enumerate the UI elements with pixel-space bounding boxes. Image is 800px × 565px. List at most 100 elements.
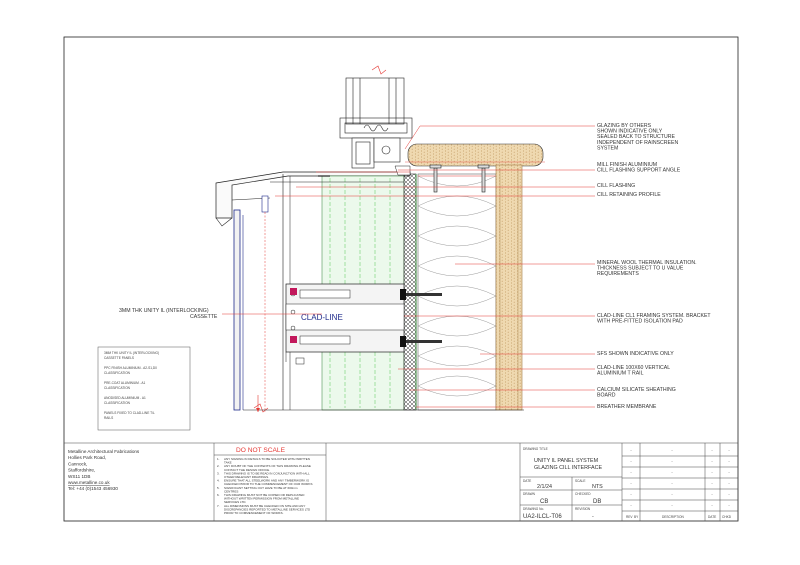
note-line: CLASSIFICATION bbox=[104, 386, 131, 390]
revision-cell: - bbox=[711, 480, 713, 485]
revision-cell: - bbox=[728, 480, 730, 485]
revision-header: DATE bbox=[708, 515, 716, 519]
revision-cell: - bbox=[671, 502, 673, 507]
note-line: RAILS bbox=[104, 416, 113, 420]
company-line: Staffordshire, bbox=[68, 468, 95, 473]
revision-value: - bbox=[592, 514, 594, 520]
general-note-text: THIS DRAWING MUST NOT BE COPIED OR REPLI… bbox=[224, 493, 305, 497]
company-line: Hollies Park Road, bbox=[68, 455, 106, 460]
general-note-number: 2. bbox=[217, 464, 220, 468]
revision-cell: - bbox=[728, 447, 730, 452]
revision-cell: - bbox=[711, 502, 713, 507]
drawing-number-label: DRAWING No. bbox=[523, 507, 544, 511]
do-not-scale-heading: DO NOT SCALE bbox=[236, 447, 286, 454]
general-note-number: 4. bbox=[217, 479, 220, 483]
general-note-number: 3. bbox=[217, 471, 220, 475]
general-note-text: CHECKED PRIOR TO THE COMMENCEMENT OF OUR… bbox=[224, 482, 312, 486]
general-note-number: 5. bbox=[217, 486, 220, 490]
general-note-text: ANY SIGNING IN DETAILS TO BE SOLICITED W… bbox=[224, 457, 310, 461]
company-line: WS11 1DB bbox=[68, 474, 90, 479]
drawn-value: CB bbox=[540, 499, 548, 505]
general-note-text: DISCREPANCIES REPORTED TO METALLINE SERV… bbox=[224, 507, 311, 511]
callout-label: SFS SHOWN INDICATIVE ONLY bbox=[597, 351, 674, 357]
general-note-text: WITHOUT WRITTEN PERMISSION FROM METALLIN… bbox=[224, 497, 299, 501]
revision-header: DESCRIPTION bbox=[662, 515, 684, 519]
drawing-title-label: DRAWING TITLE bbox=[523, 447, 548, 451]
general-note-text: CENTRES bbox=[224, 489, 238, 493]
revision-cell: - bbox=[630, 502, 632, 507]
checked-value: DB bbox=[593, 499, 601, 505]
scale-label: SCALE bbox=[575, 479, 585, 483]
revision-cell: - bbox=[671, 447, 673, 452]
revision-cell: - bbox=[630, 491, 632, 496]
revision-cell: - bbox=[728, 458, 730, 463]
revision-cell: - bbox=[728, 502, 730, 507]
general-note-number: 7. bbox=[217, 504, 220, 508]
date-label: DATE bbox=[523, 479, 531, 483]
note-line: CLASSIFICATION bbox=[104, 401, 131, 405]
general-note-text: TAKE bbox=[224, 461, 232, 465]
revision-cell: - bbox=[728, 491, 730, 496]
revision-cell: - bbox=[671, 480, 673, 485]
general-note-text: THIS DRAWING IS TO BE READ IN CONJUNCTIO… bbox=[224, 471, 310, 475]
checked-label: CHECKED bbox=[575, 492, 591, 496]
date-value: 2/1/24 bbox=[537, 484, 552, 490]
company-website-link[interactable]: www.metalline.co.uk bbox=[68, 480, 110, 485]
revision-cell: - bbox=[671, 491, 673, 496]
general-note-text: SIGNIFICANT SETTING OUT HAVE TO BE AT 60… bbox=[224, 486, 298, 490]
general-note-text: ANY DOUBT OF THE CONTENTS OF THIS DRAWIN… bbox=[224, 464, 311, 468]
general-note-number: 1. bbox=[217, 457, 220, 461]
general-note-text: ENSURE THAT ALL STEELWORK AND ANY TIMBER… bbox=[224, 479, 309, 483]
glazing-frame bbox=[339, 77, 413, 169]
note-line: PANELS FIXED TO CLAD-LINE T/L bbox=[104, 411, 155, 415]
note-line: PRE-COAT ALUMINIUM - A1 bbox=[104, 381, 146, 385]
general-note-text: ALL DIMENSIONS MUST BE CHECKED ON SITE A… bbox=[224, 504, 305, 508]
drawing-number-value: UA2-ILCL-T06 bbox=[523, 514, 562, 520]
company-line: Metalline Architectural Fabrications bbox=[68, 449, 140, 454]
general-note-text: OTHER RELEVANT DRAWINGS. bbox=[224, 475, 269, 479]
general-note-text: PRIOR TO COMMENCEMENT OF WORKS. bbox=[224, 511, 284, 515]
company-telephone: Tel: +44 (0)1543 456930 bbox=[68, 486, 118, 491]
callout-label: MINERAL WOOL THERMAL INSULATION.THICKNES… bbox=[597, 260, 697, 277]
note-line: CASSETTE PANELS bbox=[104, 356, 134, 360]
notes-box: 3MM THK UNITY IL (INTERLOCKING)CASSETTE … bbox=[97, 346, 191, 431]
mineral-wool-insulation bbox=[417, 173, 497, 411]
scale-value: NTS bbox=[592, 484, 603, 490]
revision-cell: - bbox=[671, 469, 673, 474]
revision-header: CHKD bbox=[722, 515, 732, 519]
callout-label: CILL FLASHING bbox=[597, 183, 635, 189]
drawn-label: DRAWN bbox=[523, 492, 536, 496]
revision-cell: - bbox=[630, 447, 632, 452]
cill-board bbox=[407, 143, 544, 167]
note-line: ANODISED ALUMINIUM - A1 bbox=[104, 396, 146, 400]
bracket-bolts bbox=[400, 289, 442, 347]
revision-label: REVISION bbox=[575, 507, 591, 511]
revision-cell: - bbox=[711, 491, 713, 496]
company-line: Cannock, bbox=[68, 461, 87, 466]
bracket-brand-label: CLAD-LINE bbox=[301, 313, 343, 322]
drawing-title-line-2: GLAZING CILL INTERFACE bbox=[534, 465, 602, 471]
revision-cell: - bbox=[671, 458, 673, 463]
clad-line-bracket: CLAD-LINE bbox=[285, 283, 405, 365]
general-note-text: CONTACT THE DESIGN OFFICE. bbox=[224, 468, 270, 472]
note-line: 3MM THK UNITY IL (INTERLOCKING) bbox=[104, 351, 159, 355]
revision-cell: - bbox=[630, 469, 632, 474]
revision-cell: - bbox=[711, 469, 713, 474]
title-block bbox=[63, 442, 739, 522]
general-note-text: SERVICES LTD. bbox=[224, 500, 246, 504]
fixing-screws bbox=[429, 164, 490, 193]
callout-leaders bbox=[222, 125, 595, 408]
general-note-number: 6. bbox=[217, 493, 220, 497]
note-line: CLASSIFICATION bbox=[104, 371, 131, 375]
revision-cell: - bbox=[630, 480, 632, 485]
section-detail: CLAD-LINE bbox=[215, 65, 545, 413]
revision-header: REV bbox=[626, 515, 633, 519]
callout-label: CILL RETAINING PROFILE bbox=[597, 192, 661, 198]
cassette-panel bbox=[233, 209, 241, 411]
